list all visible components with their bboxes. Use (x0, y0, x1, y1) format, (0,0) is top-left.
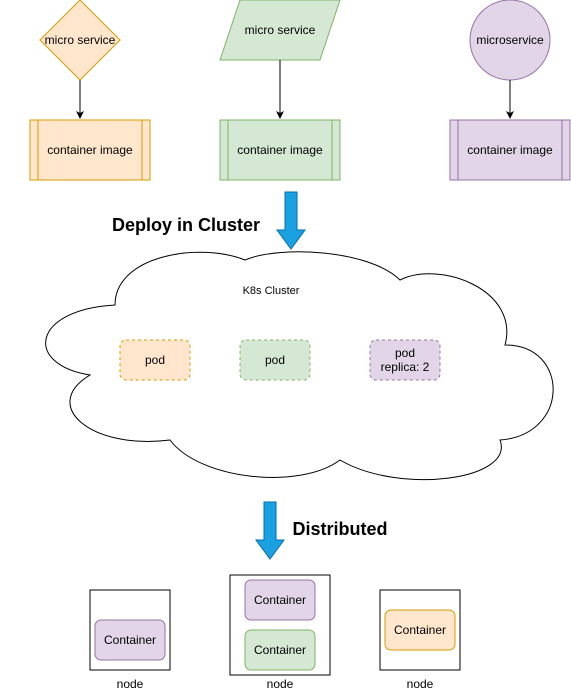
deploy-label: Deploy in Cluster (112, 215, 260, 235)
microservice-label: micro service (245, 23, 316, 37)
microservice-circle: microservice (469, 0, 551, 81)
microservice-parallelogram: micro service (219, 0, 341, 61)
distribute-arrow-icon (255, 501, 285, 560)
pod-label: pod (265, 353, 285, 367)
pod-label: pod (395, 346, 415, 360)
cluster-label: K8s Cluster (243, 285, 300, 297)
microservice-label: microservice (476, 33, 544, 47)
deploy-arrow-icon (276, 191, 306, 250)
container-image-box: container image (449, 119, 571, 181)
container-image-label: container image (237, 143, 323, 157)
container-image-box: container image (219, 119, 341, 181)
microservice-label: micro service (45, 33, 116, 47)
container-label: Container (104, 633, 156, 647)
microservice-diamond: micro service (39, 0, 121, 81)
container-label: Container (394, 623, 446, 637)
pod-label: pod (145, 353, 165, 367)
node-label: node (117, 677, 144, 691)
node-box: Container Container node (229, 574, 331, 691)
container-label: Container (254, 593, 306, 607)
pod: pod (239, 339, 311, 381)
node-box: Container node (379, 589, 461, 691)
container-image-box: container image (29, 119, 151, 181)
container-image-label: container image (467, 143, 553, 157)
node-label: node (407, 677, 434, 691)
pod-replica-label: replica: 2 (381, 360, 430, 374)
distributed-label: Distributed (292, 519, 387, 539)
container-label: Container (254, 643, 306, 657)
pod: pod replica: 2 (369, 339, 441, 381)
container-image-label: container image (47, 143, 133, 157)
node-box: Container node (89, 589, 171, 691)
pod: pod (119, 339, 191, 381)
node-label: node (267, 677, 294, 691)
